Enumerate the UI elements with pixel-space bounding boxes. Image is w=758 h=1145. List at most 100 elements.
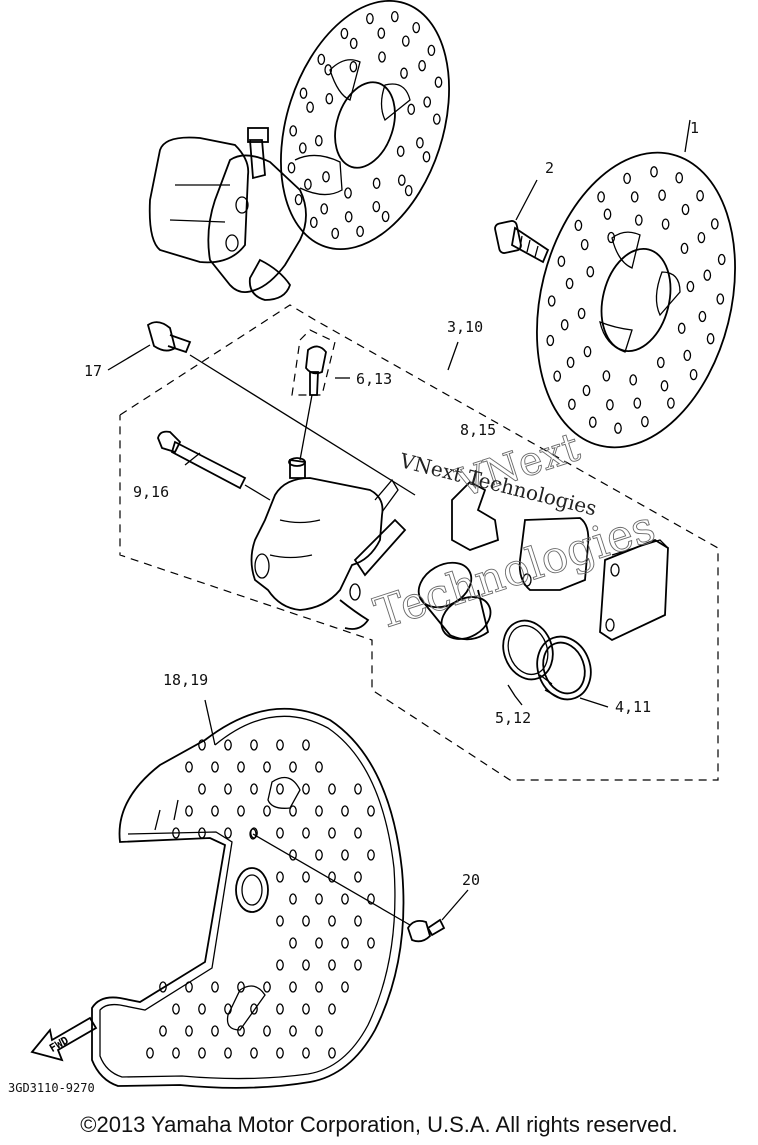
part-1-brake-disc [536,119,736,449]
guard-hole [302,783,310,795]
part-5-12-seal [502,619,554,681]
guard-hole [198,783,206,795]
disc-hole [356,225,364,238]
assembled-rotor-top [280,0,450,250]
disc-hole [309,216,318,229]
callout-9-16: 9,16 [133,483,169,501]
guard-hole [315,981,323,993]
part-4-11-seal [507,635,609,708]
disc-hole [423,96,432,108]
guard-hole [224,1047,232,1059]
disc-hole [710,218,719,230]
disc-hole [418,60,426,72]
guard-hole [367,805,375,817]
guard-hole [315,849,323,861]
callout-3-10: 3,10 [447,318,483,336]
callout-20: 20 [462,871,480,889]
guard-hole [198,1047,206,1059]
disc-hole [427,44,436,57]
guard-hole [276,959,284,971]
guard-hole [276,739,284,751]
guard-hole [354,871,362,883]
disc-hole [629,374,638,386]
disc-hole [553,370,562,382]
guard-hole [302,1047,310,1059]
assembled-caliper-top [148,127,343,301]
callout-1: 1 [690,119,699,137]
part-20-bolt [407,889,469,943]
disc-hole [401,35,410,47]
disc-hole [680,242,689,255]
part-2-bolt [494,179,550,264]
guard-hole [315,761,323,773]
disc-hole [716,293,725,305]
disc-hole [630,191,639,203]
disc-hole [586,266,595,278]
guard-hole [250,1047,258,1059]
disc-hole [597,191,605,203]
guard-hole [185,981,193,993]
guard-hole [341,937,349,949]
disc-hole [306,101,314,113]
part-6-13-bleed-screw [291,329,350,461]
guard-hole [276,827,284,839]
disc-hole [698,310,707,323]
guard-hole [224,783,232,795]
disc-hole [289,125,298,137]
guard-hole [289,1025,297,1037]
guard-hole [341,981,349,993]
guard-hole [276,1003,284,1015]
guard-hole [185,805,193,817]
guard-hole [341,805,349,817]
guard-hole [263,761,271,773]
guard-hole [211,981,219,993]
guard-hole [185,761,193,773]
disc-hole [566,356,575,369]
callout-17: 17 [84,362,102,380]
guard-hole [276,783,284,795]
disc-hole [422,151,431,163]
guard-hole [354,959,362,971]
watermark-line2: Technologies [368,501,661,639]
guard-hole [315,893,323,905]
disc-hole [667,397,675,409]
part-18-19-disc-guard [91,699,411,1089]
disc-hole [322,171,330,183]
disc-hole [658,189,666,201]
guard-hole [237,805,245,817]
disc-hole [696,190,704,202]
disc-hole [400,67,408,79]
disc-hole [683,349,692,362]
guard-hole [237,761,245,773]
guard-hole [328,1047,336,1059]
guard-hole [198,1003,206,1015]
guard-hole [159,1025,167,1037]
guard-hole [172,1003,180,1015]
guard-hole [302,959,310,971]
part-8-15-pad-spring [451,469,499,551]
disc-hole [298,142,307,154]
guard-hole [354,915,362,927]
disc-hole [706,333,715,345]
disc-hole [344,211,353,223]
guard-hole [328,783,336,795]
disc-hole [432,113,441,125]
guard-hole [328,915,336,927]
disc-hole [560,319,569,331]
disc-hole [366,12,374,25]
disc-hole [675,172,684,184]
part-17-bolt [107,321,416,496]
guard-hole [185,1025,193,1037]
guard-hole [289,937,297,949]
callout-8-15: 8,15 [460,421,496,439]
disc-hole [660,380,669,392]
disc-hole [372,177,381,189]
disc-hole [407,103,416,115]
guard-hole [302,915,310,927]
disc-hole [606,399,614,411]
disc-hole [294,193,303,206]
guard-hole [276,915,284,927]
disc-hole [404,184,413,197]
disc-hole [546,334,555,347]
guard-hole [250,739,258,751]
